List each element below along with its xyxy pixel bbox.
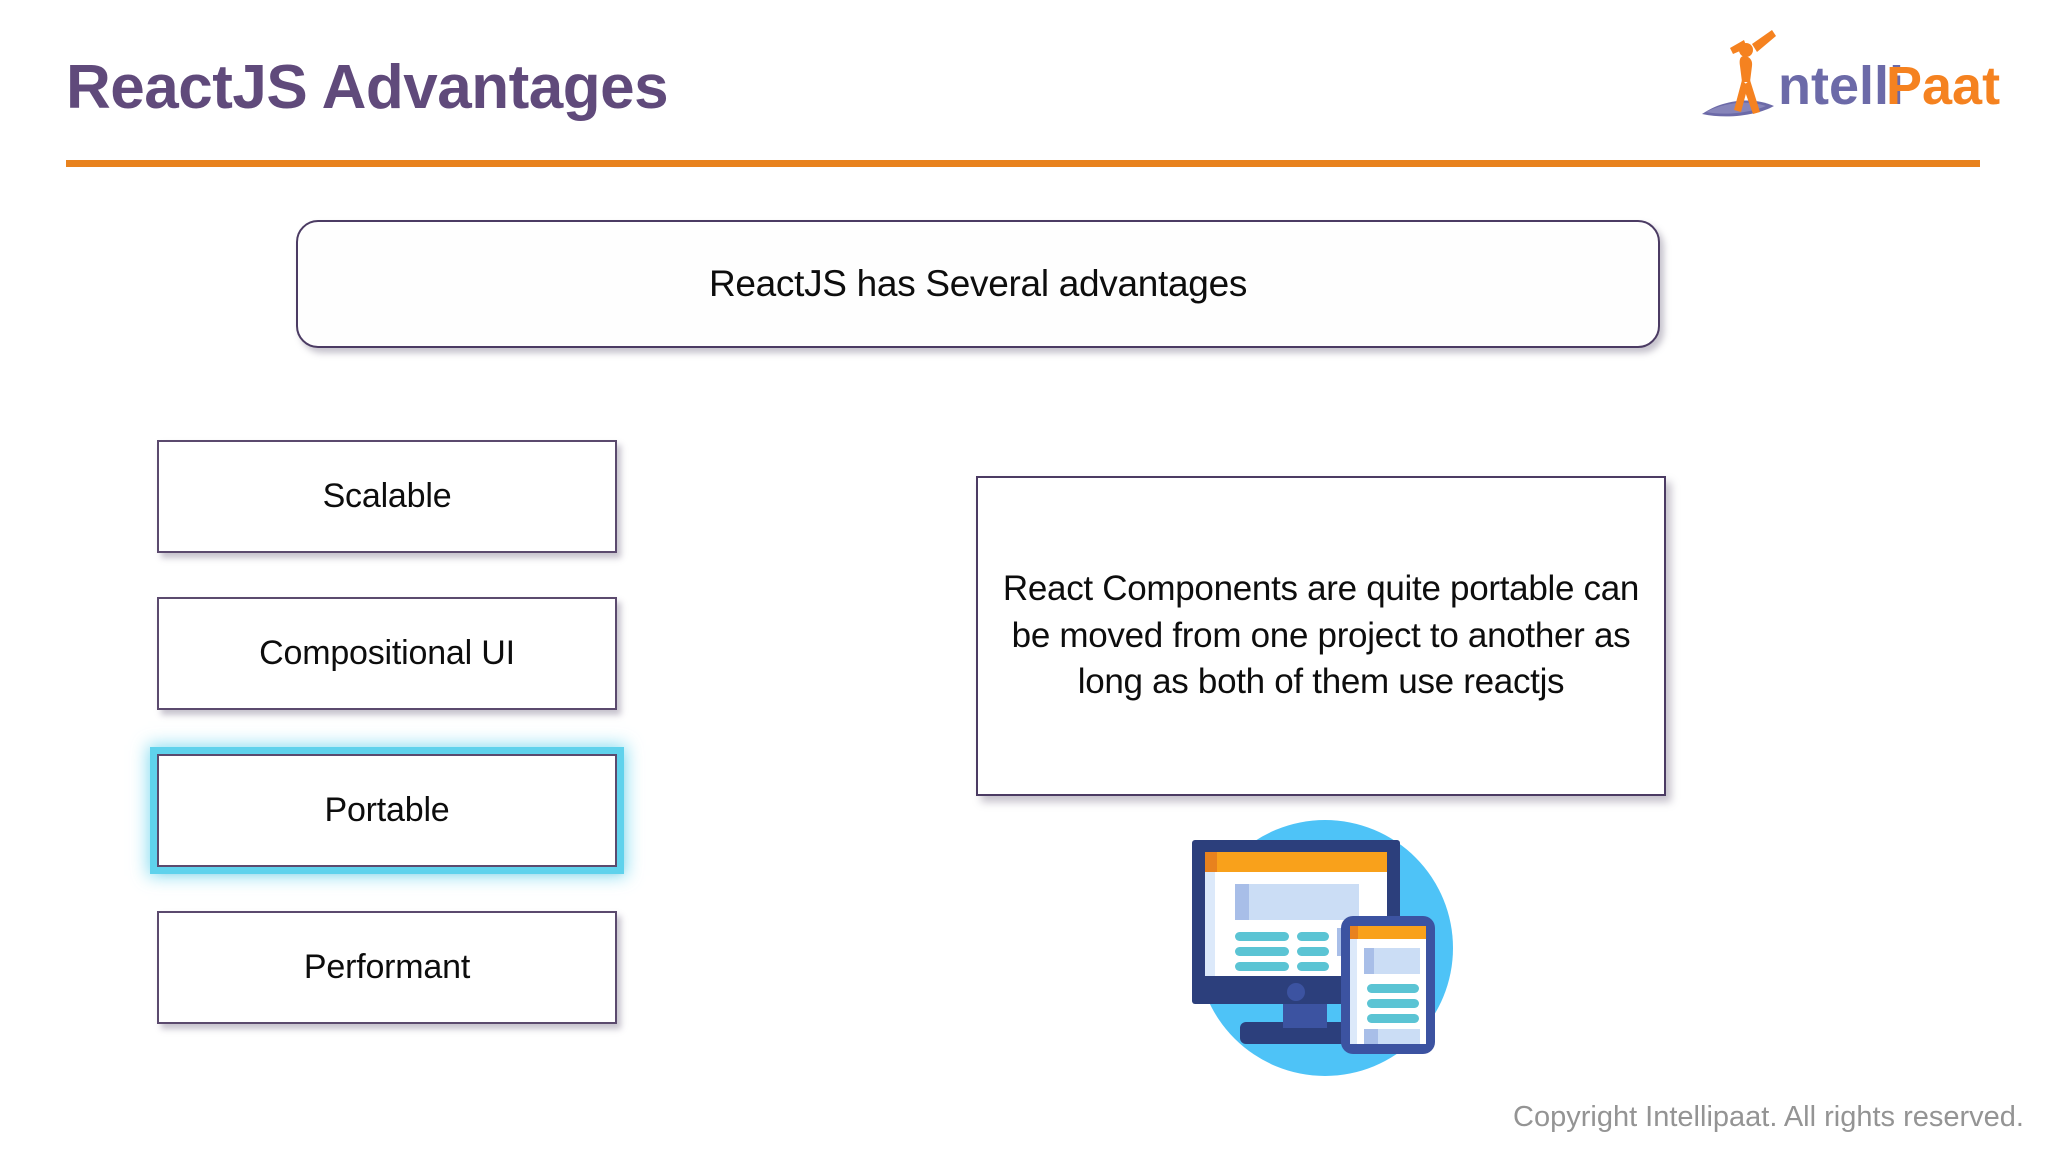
monitor-hero-block <box>1235 884 1359 920</box>
monitor-titlebar-accent <box>1205 852 1217 872</box>
monitor-content-line <box>1235 932 1289 941</box>
copyright-footer: Copyright Intellipaat. All rights reserv… <box>1513 1101 2024 1133</box>
intro-banner: ReactJS has Several advantages <box>296 220 1660 348</box>
monitor-hero-accent <box>1235 884 1249 920</box>
advantage-item-compositional-ui[interactable]: Compositional UI <box>157 597 617 710</box>
tablet-side-rail <box>1350 939 1357 1044</box>
tablet-content-line <box>1367 984 1419 993</box>
advantages-list: Scalable Compositional UI Portable Perfo… <box>157 440 627 1068</box>
advantage-item-portable[interactable]: Portable <box>157 754 617 867</box>
detail-description-text: React Components are quite portable can … <box>1002 569 1640 702</box>
tablet-content-line <box>1367 1014 1419 1023</box>
responsive-devices-illustration <box>1155 800 1485 1090</box>
advantage-item-performant[interactable]: Performant <box>157 911 617 1024</box>
tablet-titlebar-accent <box>1350 926 1358 939</box>
monitor-power-dot <box>1287 983 1305 1001</box>
monitor-side-rail <box>1205 872 1215 976</box>
tablet-titlebar <box>1350 926 1426 939</box>
tablet-content-line <box>1367 999 1419 1008</box>
page-title: ReactJS Advantages <box>66 53 669 122</box>
tablet-footer-accent <box>1364 1029 1378 1044</box>
monitor-content-line <box>1297 932 1329 941</box>
logo-text-paat: Paat <box>1886 56 2000 116</box>
monitor-content-line <box>1297 947 1329 956</box>
monitor-stand-base <box>1240 1022 1370 1044</box>
monitor-content-line <box>1235 947 1289 956</box>
monitor-content-line <box>1235 962 1289 971</box>
advantage-label: Performant <box>303 948 471 986</box>
intellipaat-logo: ntelli Paat <box>1700 26 2000 122</box>
intro-banner-text: ReactJS has Several advantages <box>708 263 1248 304</box>
logo-text-ntelli: ntelli <box>1778 56 1904 116</box>
advantage-item-scalable[interactable]: Scalable <box>157 440 617 553</box>
detail-description-box: React Components are quite portable can … <box>976 476 1666 796</box>
advantage-label: Portable <box>324 791 450 829</box>
advantage-label: Compositional UI <box>259 634 515 672</box>
tablet-hero-accent <box>1364 948 1374 974</box>
advantage-label: Scalable <box>322 477 452 515</box>
monitor-titlebar <box>1205 852 1387 872</box>
monitor-content-line <box>1297 962 1329 971</box>
title-divider <box>66 160 1980 167</box>
